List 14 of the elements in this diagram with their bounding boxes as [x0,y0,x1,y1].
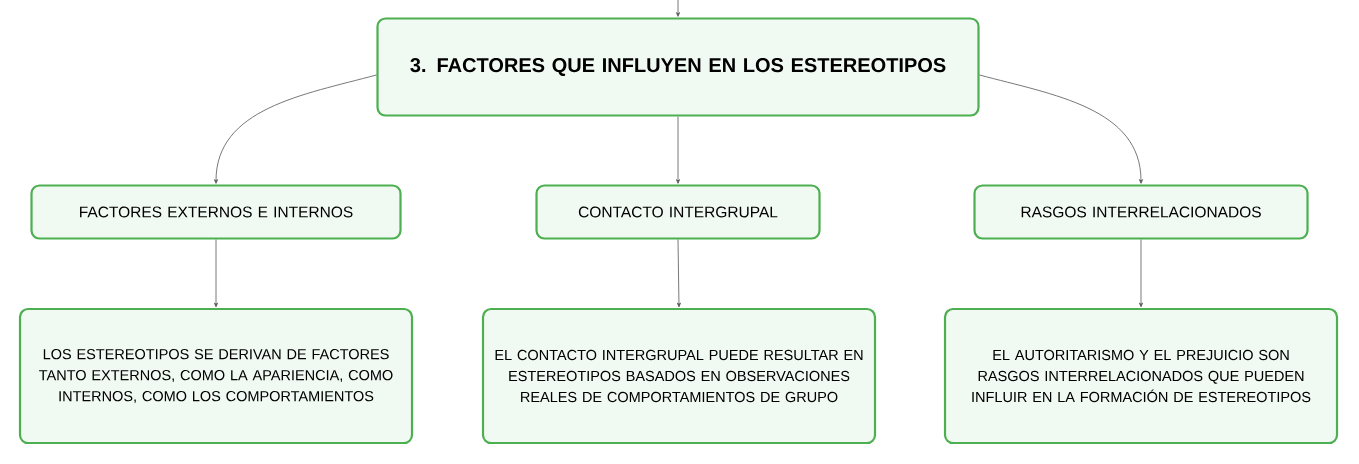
arrow [1139,239,1143,308]
description-box: LOS ESTEREOTIPOS SE DERIVAN DE FACTORES TANTO EXTERNOS, COMO LA APARIENCIA, COMO INTERNOS, COMO LOS COMPORTAMIENTOS [18,307,414,445]
arrow [214,74,377,184]
subtopic-box: RASGOS INTERRELACIONADOS [973,184,1309,240]
topic-box: 3. FACTORES QUE INFLUYEN EN LOS ESTEREOTIPOS [376,17,980,117]
subtopic-box: CONTACTO INTERGRUPAL [535,184,821,240]
arrow [979,74,1143,184]
arrow [676,116,680,184]
arrow [214,239,218,308]
subtopic-box: FACTORES EXTERNOS E INTERNOS [30,184,402,240]
arrow [676,239,681,308]
arrow [676,0,680,17]
description-box: EL CONTACTO INTERGRUPAL PUEDE RESULTAR EN ESTEREOTIPOS BASADOS EN OBSERVACIONES REALES DE COMPORTAMIENTOS DE GRUPO [481,307,877,445]
description-box: EL AUTORITARISMO Y EL PREJUICIO SON RASGOS INTERRELACIONADOS QUE PUEDEN INFLUIR EN LA FORMACIÓN DE ESTEREOTIPOS [943,307,1339,445]
